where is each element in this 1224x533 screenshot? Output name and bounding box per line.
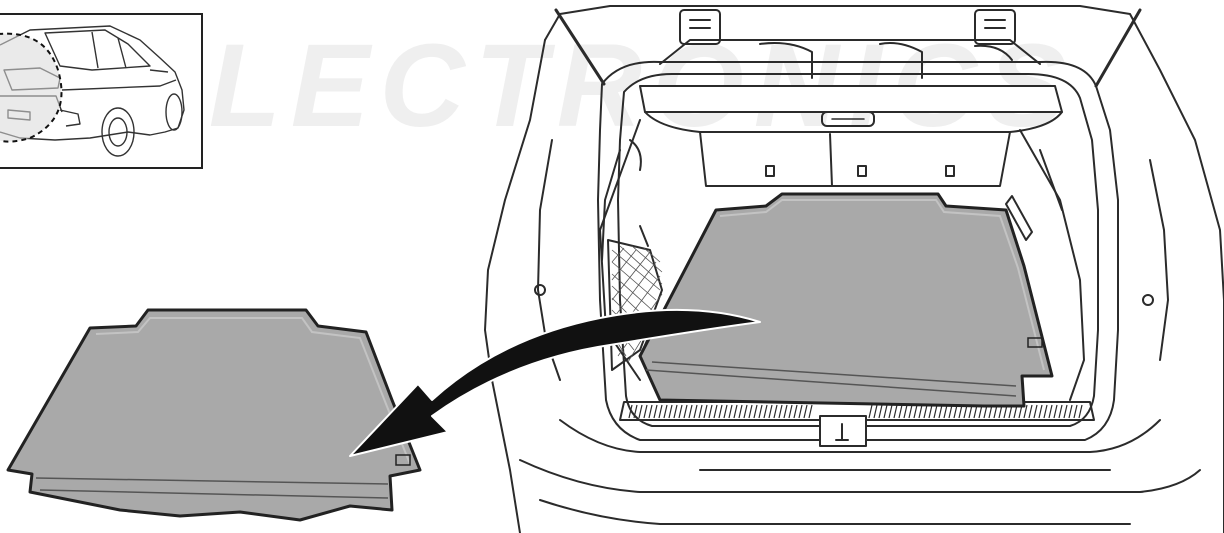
vehicle-rear-open-tailgate: [484, 5, 1224, 533]
car-rear-overview-icon: [0, 13, 203, 169]
cargo-mat-in-vehicle: [638, 192, 1054, 408]
cargo-mat-icon: [6, 308, 422, 522]
load-sill-ribs: [628, 404, 1083, 419]
curved-arrow-icon: [349, 308, 761, 457]
